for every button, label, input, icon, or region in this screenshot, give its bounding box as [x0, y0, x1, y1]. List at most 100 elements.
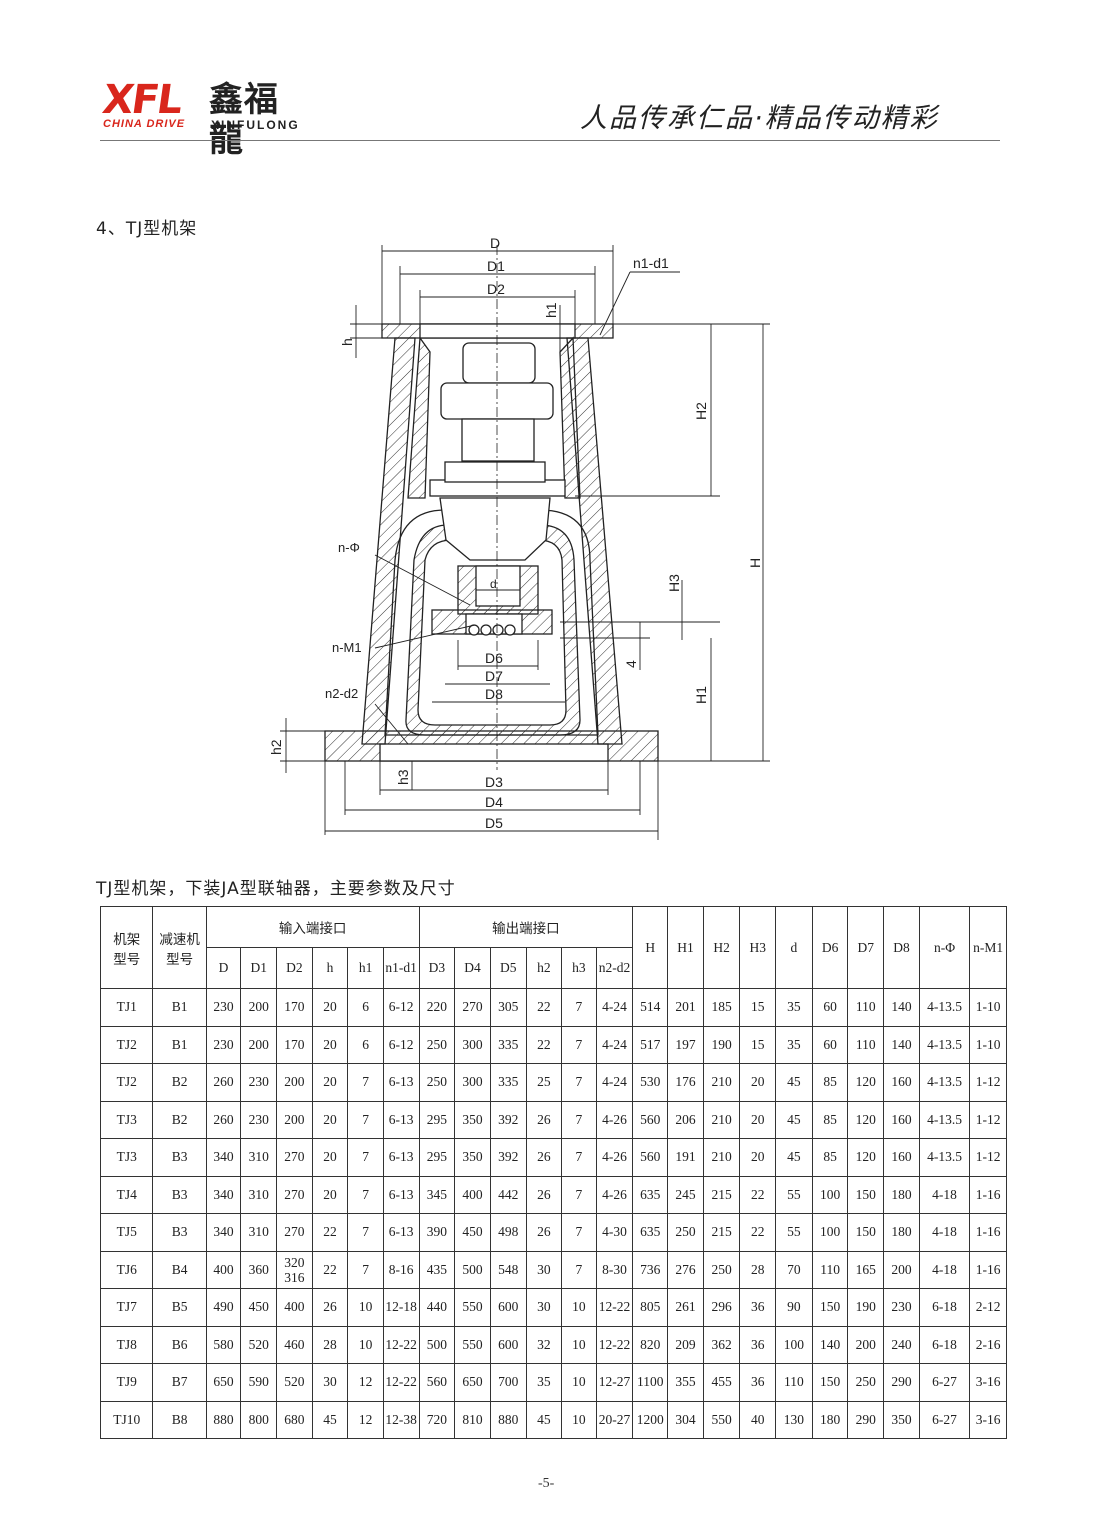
- dim-label-d: d: [490, 577, 497, 591]
- table-cell: 150: [811, 1363, 849, 1402]
- tj-frame-drawing: D D1 D2 n1-d1 h1 h H2 H H3 H1 4 d n-Φ n-…: [268, 235, 770, 840]
- dim-label-D7: D7: [485, 668, 503, 684]
- table-cell: 362: [702, 1325, 741, 1364]
- table-cell: 26: [525, 1175, 563, 1214]
- section-title: 4、TJ型机架: [96, 219, 198, 239]
- table-cell: 360: [240, 1250, 278, 1289]
- header-D1: D1: [240, 947, 278, 989]
- table-cell: 250: [847, 1363, 885, 1402]
- table-cell: 4-26: [595, 1175, 634, 1214]
- table-cell: 390: [418, 1213, 456, 1252]
- table-cell: TJ6: [99, 1250, 154, 1289]
- table-cell: 35: [775, 988, 813, 1027]
- header-D2: D2: [276, 947, 313, 989]
- table-cell: 6-13: [382, 1063, 420, 1102]
- table-cell: 580: [205, 1325, 242, 1364]
- table-cell: 197: [667, 1025, 704, 1064]
- dim-label-n1-d1: n1-d1: [633, 255, 669, 271]
- table-cell: 60: [811, 988, 849, 1027]
- table-cell: 7: [561, 1063, 597, 1102]
- table-cell: 6-27: [918, 1363, 971, 1402]
- table-cell: 340: [205, 1138, 242, 1177]
- logo-subtitle-left: CHINA DRIVE: [103, 118, 186, 130]
- table-cell: 130: [775, 1400, 813, 1439]
- table-cell: 45: [775, 1100, 813, 1139]
- dim-label-n-M1: n-M1: [332, 640, 362, 655]
- table-cell: 1-16: [969, 1175, 1007, 1214]
- header-h: h: [311, 947, 349, 989]
- table-cell: 400: [454, 1175, 491, 1214]
- table-cell: 20: [311, 1100, 349, 1139]
- table-cell: 305: [489, 988, 527, 1027]
- table-cell: 400: [205, 1250, 242, 1289]
- table-cell: 300: [454, 1063, 491, 1102]
- header-H2: H2: [702, 906, 741, 989]
- table-cell: 520: [276, 1363, 313, 1402]
- table-cell: 160: [883, 1100, 920, 1139]
- table-cell: 12-22: [595, 1325, 634, 1364]
- table-cell: 260: [205, 1100, 242, 1139]
- table-cell: 230: [205, 1025, 242, 1064]
- table-cell: 490: [205, 1288, 242, 1327]
- table-cell: 1-12: [969, 1100, 1007, 1139]
- table-cell: 85: [811, 1100, 849, 1139]
- table-cell: TJ1: [99, 988, 154, 1027]
- table-cell: 26: [525, 1138, 563, 1177]
- dim-label-D6: D6: [485, 650, 503, 666]
- table-cell: 635: [632, 1175, 669, 1214]
- table-cell: 10: [561, 1400, 597, 1439]
- table-cell: 260: [205, 1063, 242, 1102]
- table-cell: 30: [311, 1363, 349, 1402]
- table-cell: 600: [489, 1325, 527, 1364]
- table-cell: 12-18: [382, 1288, 420, 1327]
- table-cell: 4-13.5: [918, 1063, 971, 1102]
- brand-logo: XFL 鑫福龍 CHINA DRIVE XINFULONG: [100, 77, 313, 160]
- table-cell: 140: [883, 988, 920, 1027]
- table-cell: B1: [152, 988, 207, 1027]
- table-cell: 6-13: [382, 1100, 420, 1139]
- table-cell: 340: [205, 1175, 242, 1214]
- page-number: -5-: [538, 1476, 555, 1491]
- dim-label-D: D: [490, 235, 500, 251]
- table-cell: 110: [775, 1363, 813, 1402]
- table-cell: 7: [561, 1100, 597, 1139]
- table-cell: 1100: [632, 1363, 669, 1402]
- header-slogan: 人品传承仁品·精品传动精彩: [580, 103, 939, 134]
- table-cell: 20: [739, 1138, 777, 1177]
- table-cell: TJ2: [99, 1063, 154, 1102]
- table-cell: 200: [883, 1250, 920, 1289]
- header-input-group: 输入端接口: [205, 906, 420, 948]
- table-cell: 12-22: [595, 1288, 634, 1327]
- table-cell: 10: [347, 1288, 384, 1327]
- header-divider: [100, 140, 1000, 141]
- table-cell: 455: [702, 1363, 741, 1402]
- dim-label-D5: D5: [485, 815, 503, 831]
- table-cell: 7: [347, 1175, 384, 1214]
- table-cell: 60: [811, 1025, 849, 1064]
- table-cell: 20: [739, 1100, 777, 1139]
- table-cell: 90: [775, 1288, 813, 1327]
- table-cell: 22: [525, 988, 563, 1027]
- table-cell: 4-13.5: [918, 1025, 971, 1064]
- table-cell: 560: [632, 1100, 669, 1139]
- table-cell: 7: [347, 1250, 384, 1289]
- table-cell: 800: [240, 1400, 278, 1439]
- table-cell: 296: [702, 1288, 741, 1327]
- table-cell: 700: [489, 1363, 527, 1402]
- table-cell: 165: [847, 1250, 885, 1289]
- dim-label-h2: h2: [268, 739, 284, 755]
- table-cell: 28: [739, 1250, 777, 1289]
- table-cell: 7: [561, 1175, 597, 1214]
- table-cell: 7: [561, 988, 597, 1027]
- dim-label-n-phi: n-Φ: [338, 540, 360, 555]
- table-cell: 560: [632, 1138, 669, 1177]
- table-cell: 450: [240, 1288, 278, 1327]
- table-cell: 190: [847, 1288, 885, 1327]
- page-header: XFL 鑫福龍 CHINA DRIVE XINFULONG 人品传承仁品·精品传…: [0, 0, 1100, 160]
- table-cell: 6-27: [918, 1400, 971, 1439]
- table-cell: 6-13: [382, 1175, 420, 1214]
